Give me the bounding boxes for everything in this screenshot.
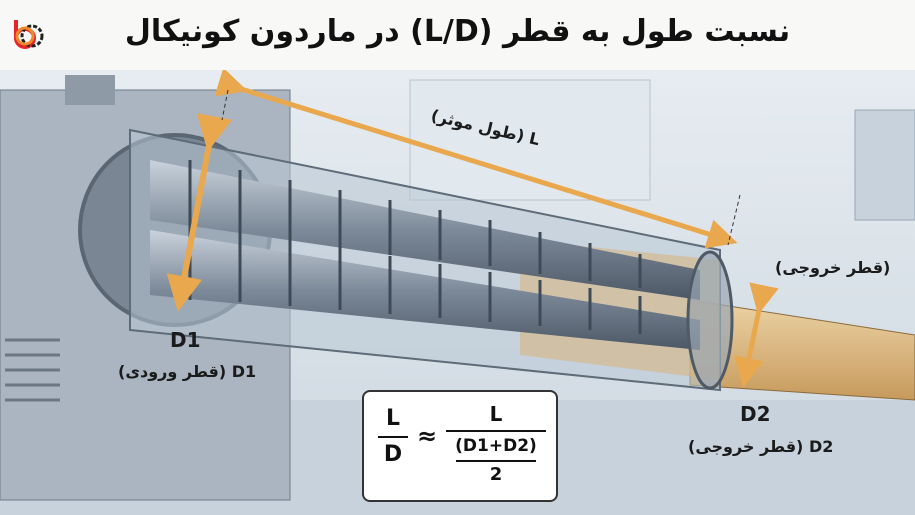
barrel-outlet-flange: [686, 250, 734, 390]
d1-symbol: D1: [170, 328, 201, 352]
formula-rhs-denominator-bottom: 2: [489, 464, 503, 485]
brand-logo-icon: [14, 20, 44, 49]
dashed-guide-left: [221, 89, 229, 121]
page-title: نسبت طول به قطر (L/D) در ماردون کونیکال: [124, 14, 791, 49]
formula-approx: ≈: [416, 422, 438, 450]
formula-lhs-numerator: L: [385, 406, 401, 431]
formula-lhs-bar: [378, 436, 408, 438]
header: نسبت طول به قطر (L/D) در ماردون کونیکال: [0, 0, 915, 70]
d2-symbol: D2: [740, 402, 771, 426]
formula-rhs-bar: [446, 430, 546, 432]
dashed-guide-right: [727, 194, 741, 246]
vent-grille: [5, 338, 60, 402]
d1-arrow: [166, 113, 233, 312]
formula-rhs-inner-bar: [456, 460, 536, 462]
d2-caption: D2 (قطر خروجی): [688, 437, 834, 456]
exit-diameter-label: (قطر خروجی): [775, 258, 891, 277]
formula-lhs-denominator: D: [383, 442, 403, 467]
formula-rhs-numerator: L: [489, 402, 503, 426]
background-cabinet: [854, 109, 915, 221]
ld-formula-box: L D ≈ L (D1+D2) 2: [362, 390, 558, 502]
d2-arrow: [734, 282, 779, 388]
length-arrow: [214, 70, 738, 249]
d1-caption: D1 (قطر ورودی): [118, 362, 257, 381]
formula-rhs-denominator-top: (D1+D2): [455, 436, 537, 456]
screw-lower: [150, 225, 700, 350]
